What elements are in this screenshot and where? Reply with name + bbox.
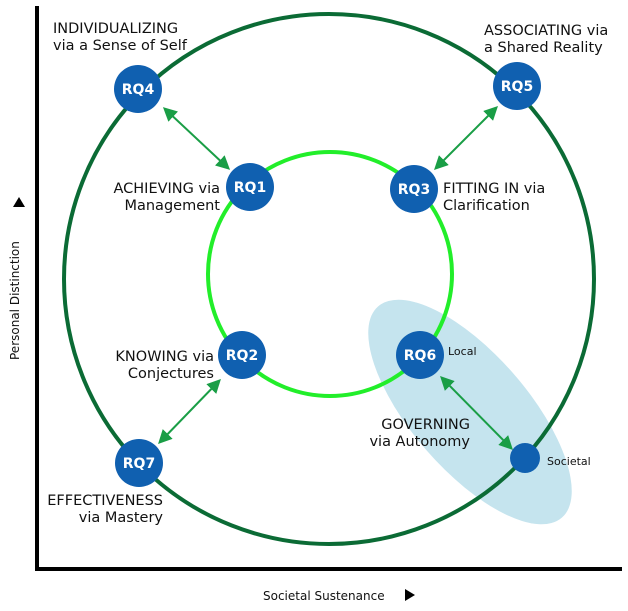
node-rq1-label: RQ1 [234,180,266,196]
x-axis-label: Societal Sustenance [263,589,385,603]
node-rq5-label: RQ5 [501,79,533,95]
node-rq1: RQ1 [226,163,274,211]
caption-rq5-line1: ASSOCIATING via [484,23,608,39]
caption-rq4-line2: via a Sense of Self [53,38,188,54]
arrow-rq6-societal [440,376,513,450]
caption-governing-line2: via Autonomy [369,434,470,450]
node-rq6-label: RQ6 [404,348,436,364]
caption-governing-line1: GOVERNING [381,417,470,433]
node-rq4: RQ4 [114,65,162,113]
arrow-rq4-rq1 [162,107,231,170]
outer-ring [62,12,596,546]
caption-rq2-line1: KNOWING via [115,349,214,365]
governing-ellipse [368,299,572,525]
tag-local: Local [448,345,477,358]
arrow-rq5-rq3 [434,106,498,170]
up-triangle-icon [13,197,25,207]
caption-rq7-line2: via Mastery [79,510,164,526]
tag-societal: Societal [547,455,591,468]
caption-rq3-line2: Clarification [443,198,530,214]
caption-rq3-line1: FITTING IN via [443,181,545,197]
caption-rq1-line2: Management [124,198,220,214]
node-rq5: RQ5 [493,62,541,110]
caption-rq4-line1: INDIVIDUALIZING [53,21,178,37]
caption-rq7-line1: EFFECTIVENESS [47,493,163,509]
caption-rq5-line2: a Shared Reality [484,40,603,56]
node-rq3-label: RQ3 [398,182,430,198]
caption-rq2-line2: Conjectures [128,366,214,382]
node-rq7: RQ7 [115,439,163,487]
node-rq4-label: RQ4 [122,82,155,98]
inner-ring [206,150,454,398]
node-societal [510,443,540,473]
arrow-rq2-rq7 [158,378,221,445]
right-triangle-icon [405,589,415,601]
node-rq6: RQ6 [396,331,444,379]
node-rq7-label: RQ7 [123,456,155,472]
caption-rq1-line1: ACHIEVING via [113,181,220,197]
y-axis-label-group: Personal Distinction [8,241,22,360]
node-rq2-label: RQ2 [226,348,258,364]
node-rq3: RQ3 [390,165,438,213]
y-axis-label: Personal Distinction [8,241,22,360]
node-rq2: RQ2 [218,331,266,379]
